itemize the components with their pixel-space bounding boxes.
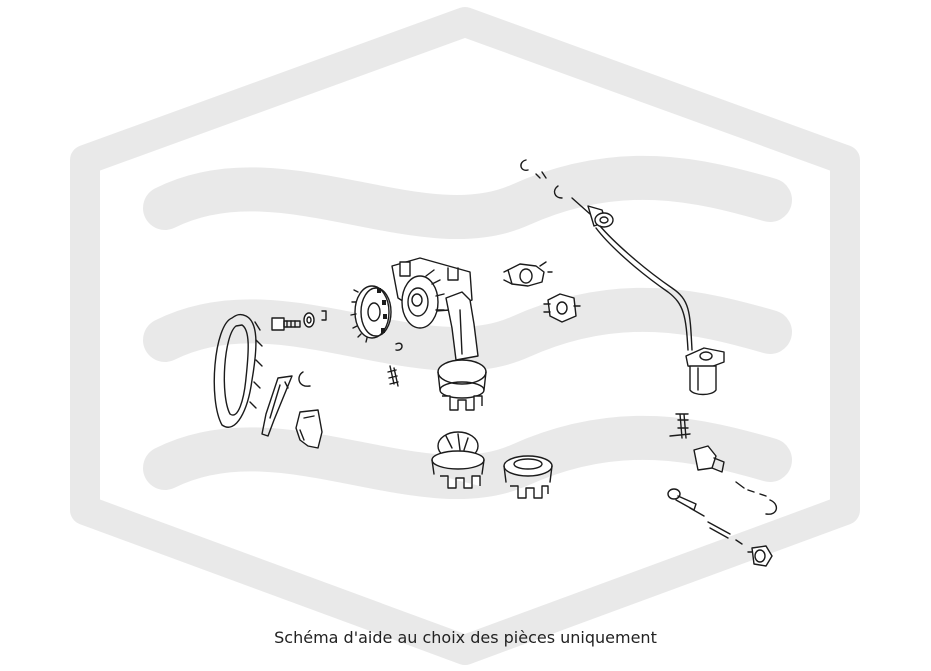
caption-text: Schéma d'aide au choix des pièces unique… (274, 628, 657, 647)
dipstick-tube (571, 197, 693, 351)
banjo-bolt (667, 488, 705, 517)
chain-tensioner-rail (261, 371, 311, 437)
watermark-wave-middle (143, 287, 792, 372)
sprocket-bolt (271, 310, 327, 331)
sprocket-gear (350, 285, 392, 343)
spring-pin (707, 521, 743, 545)
dipstick-clips (520, 159, 563, 199)
oil-pressure-fitting (693, 445, 777, 515)
chain-guide (295, 409, 323, 449)
oil-strainer-left (431, 431, 485, 489)
oil-strainer-right (503, 455, 553, 499)
dipstick-bracket (685, 347, 725, 396)
bracket-bolt (669, 413, 691, 439)
pump-valve-part (503, 261, 553, 287)
small-spring (387, 342, 403, 387)
watermark-wave-top (143, 155, 792, 240)
drain-plug (747, 545, 773, 567)
watermark-hexagon (70, 7, 860, 665)
pump-gear-part (543, 293, 581, 323)
timing-chain (213, 313, 263, 428)
oil-pump-assembly (391, 257, 487, 411)
